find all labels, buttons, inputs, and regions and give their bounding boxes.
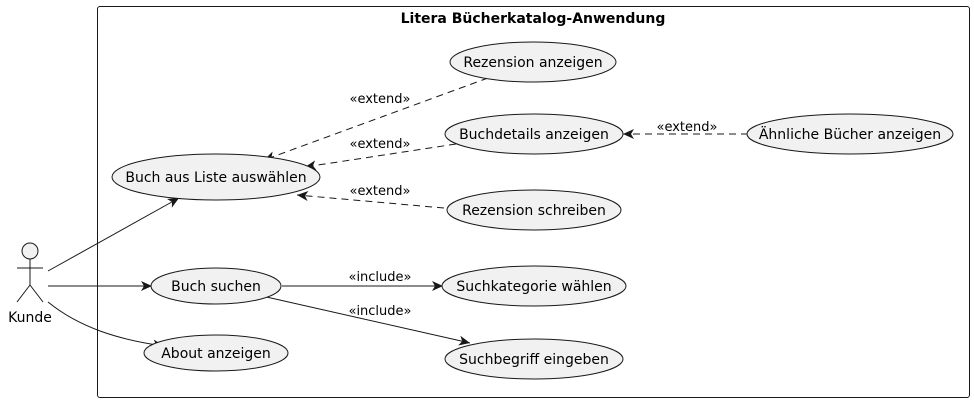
stereotype-include-1: «include»	[348, 270, 411, 285]
usecase-label: Ähnliche Bücher anzeigen	[759, 125, 941, 143]
usecase-label: Rezension anzeigen	[463, 55, 602, 71]
usecase-label: About anzeigen	[161, 346, 271, 362]
system-boundary	[97, 6, 970, 398]
stereotype-include-2: «include»	[348, 304, 411, 319]
usecase-label: Suchbegriff eingeben	[459, 352, 609, 368]
stereotype-extend-4: «extend»	[350, 184, 411, 199]
extend-rezension-anzeigen	[263, 77, 489, 161]
association-about	[47, 301, 165, 350]
usecase-suchbegriff: Suchbegriff eingeben	[444, 338, 624, 380]
usecase-buch-suchen: Buch suchen	[150, 267, 282, 305]
actor-head	[21, 242, 39, 260]
usecase-buchdetails-anzeigen: Buchdetails anzeigen	[444, 113, 624, 155]
stereotype-extend-3: «extend»	[657, 120, 718, 135]
stereotype-extend-1: «extend»	[350, 92, 411, 107]
stereotype-extend-2: «extend»	[350, 137, 411, 152]
usecase-rezension-anzeigen: Rezension anzeigen	[449, 41, 617, 83]
extend-buchdetails	[304, 143, 457, 171]
actor-kunde: Kunde	[8, 242, 52, 326]
usecase-rezension-schreiben: Rezension schreiben	[446, 189, 622, 231]
usecase-about: About anzeigen	[143, 334, 289, 372]
usecase-suchkategorie: Suchkategorie wählen	[441, 265, 627, 307]
usecase-label: Buchdetails anzeigen	[459, 127, 609, 143]
usecase-label: Suchkategorie wählen	[456, 279, 611, 295]
usecase-label: Buch aus Liste auswählen	[125, 170, 306, 186]
extend-rezension-schreiben	[296, 190, 445, 209]
usecase-aehnliche-buecher: Ähnliche Bücher anzeigen	[746, 113, 954, 155]
usecase-label: Rezension schreiben	[462, 203, 606, 219]
usecase-buch-aus-liste: Buch aus Liste auswählen	[111, 153, 321, 201]
usecase-label: Buch suchen	[171, 279, 261, 295]
system-title: Litera Bücherkatalog-Anwendung	[401, 11, 666, 27]
actor-label: Kunde	[8, 310, 52, 326]
include-suchbegriff	[261, 295, 471, 346]
association-buch-aus-liste	[47, 197, 180, 272]
